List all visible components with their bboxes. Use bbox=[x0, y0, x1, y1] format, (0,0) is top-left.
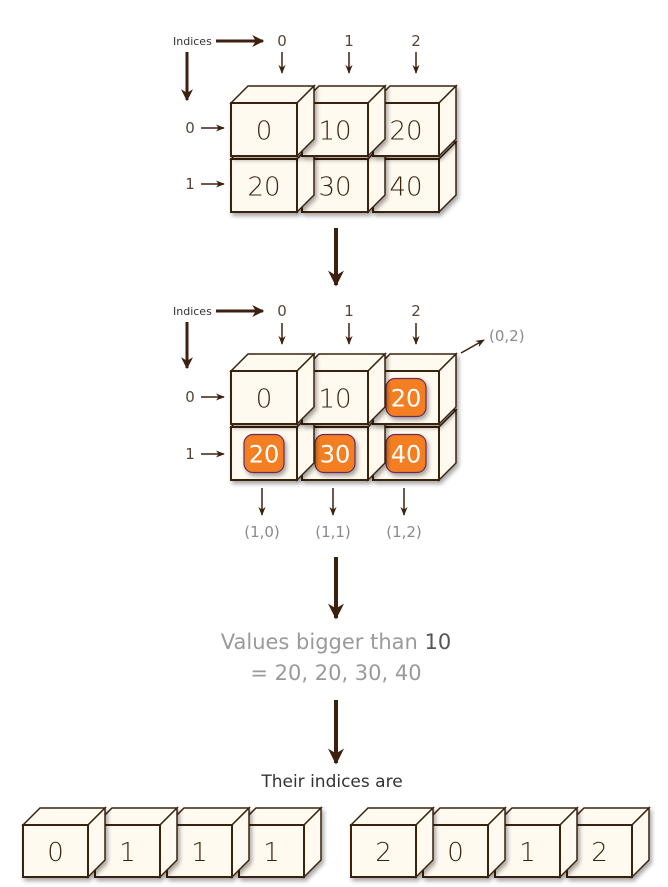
cell-value: 1 bbox=[191, 838, 208, 868]
col-index-cube-2: 1 bbox=[493, 806, 579, 879]
grid1-array: 40 30 20 20 10 0 bbox=[229, 84, 458, 214]
grid1-indices-label: Indices bbox=[173, 35, 212, 48]
coord-label-1-1: (1,1) bbox=[315, 523, 351, 541]
caption-line-2: = 20, 20, 30, 40 bbox=[250, 661, 421, 685]
highlight-badge bbox=[385, 377, 427, 418]
cell-value: 30 bbox=[320, 441, 351, 469]
cell-value: 40 bbox=[391, 441, 422, 469]
cell-value: 20 bbox=[249, 441, 280, 469]
grid2-annotations: Indices 0 1 2 0 1 (0,2) (1,0) (1,1) (1,2… bbox=[173, 302, 525, 541]
cell-value: 2 bbox=[375, 838, 392, 868]
cell-value: 40 bbox=[389, 173, 422, 203]
row-index-cube-1: 1 bbox=[93, 806, 179, 879]
grid2-row-label-0: 0 bbox=[185, 388, 195, 406]
cell-value: 2 bbox=[591, 838, 608, 868]
col-indices-array: 2 1 0 2 bbox=[349, 806, 651, 879]
coord-label-1-0: (1,0) bbox=[244, 523, 280, 541]
grid2-col-label-0: 0 bbox=[277, 302, 287, 320]
cube-front-face bbox=[238, 824, 305, 878]
cell-value: 1 bbox=[119, 838, 136, 868]
cube-front-face bbox=[230, 158, 298, 213]
grid1-col-label-2: 2 bbox=[411, 32, 421, 50]
cube-front-face bbox=[166, 824, 233, 878]
grid2-col-label-2: 2 bbox=[411, 302, 421, 320]
highlight-badge bbox=[385, 433, 427, 474]
row-index-cube-3: 1 bbox=[237, 806, 323, 879]
col-index-cube-1: 0 bbox=[421, 806, 507, 879]
cube-front-face bbox=[230, 102, 298, 157]
cell-value: 20 bbox=[391, 385, 422, 413]
cell-0-0: 0 bbox=[229, 84, 316, 158]
cube-front-face bbox=[230, 370, 298, 425]
caption-line-1: Values bigger than 10 bbox=[221, 630, 451, 654]
cell-value: 10 bbox=[318, 117, 351, 147]
cell-0-0: 0 bbox=[229, 352, 316, 426]
grid1-row-label-1: 1 bbox=[185, 175, 195, 193]
col-index-cube-3: 2 bbox=[565, 806, 651, 879]
cell-value: 0 bbox=[256, 117, 273, 147]
result-label: Their indices are bbox=[260, 772, 402, 792]
cell-0-1: 10 bbox=[300, 352, 387, 426]
cube-front-face bbox=[566, 824, 633, 878]
cube-front-face bbox=[350, 824, 417, 878]
highlight-badge bbox=[243, 433, 285, 474]
col-index-cube-0: 2 bbox=[349, 806, 435, 879]
cell-value: 20 bbox=[389, 117, 422, 147]
grid1-annotations: Indices 0 1 2 0 1 bbox=[173, 32, 421, 193]
cell-value: 0 bbox=[256, 385, 273, 415]
cell-value: 10 bbox=[318, 385, 351, 415]
grid2-indices-label: Indices bbox=[173, 305, 212, 318]
cell-0-1: 10 bbox=[300, 84, 387, 158]
cube-front-face bbox=[94, 824, 161, 878]
cell-value: 20 bbox=[247, 173, 280, 203]
cell-value: 1 bbox=[263, 838, 280, 868]
cell-value: 0 bbox=[47, 838, 64, 868]
grid1-row-label-0: 0 bbox=[185, 119, 195, 137]
caption-threshold: 10 bbox=[425, 630, 452, 654]
cell-value: 1 bbox=[519, 838, 536, 868]
caption-prefix: Values bigger than bbox=[221, 630, 425, 654]
cube-front-face bbox=[422, 824, 489, 878]
cube-front-face bbox=[22, 824, 89, 878]
cube-front-face bbox=[494, 824, 561, 878]
coord-label-1-2: (1,2) bbox=[386, 523, 422, 541]
grid1-col-label-1: 1 bbox=[344, 32, 354, 50]
highlight-badge bbox=[314, 433, 356, 474]
cell-value: 30 bbox=[318, 173, 351, 203]
coord-label-0-2: (0,2) bbox=[489, 327, 525, 345]
row-index-cube-0: 0 bbox=[21, 806, 107, 879]
grid2-row-label-1: 1 bbox=[185, 445, 195, 463]
row-index-cube-2: 1 bbox=[165, 806, 251, 879]
grid2-array: 40 30 20 20 10 0 bbox=[229, 352, 458, 482]
cell-value: 0 bbox=[447, 838, 464, 868]
grid2-col-label-1: 1 bbox=[344, 302, 354, 320]
grid1-col-label-0: 0 bbox=[277, 32, 287, 50]
row-indices-array: 1 1 1 0 bbox=[21, 806, 323, 879]
coord-arrow-0-2 bbox=[460, 339, 485, 354]
